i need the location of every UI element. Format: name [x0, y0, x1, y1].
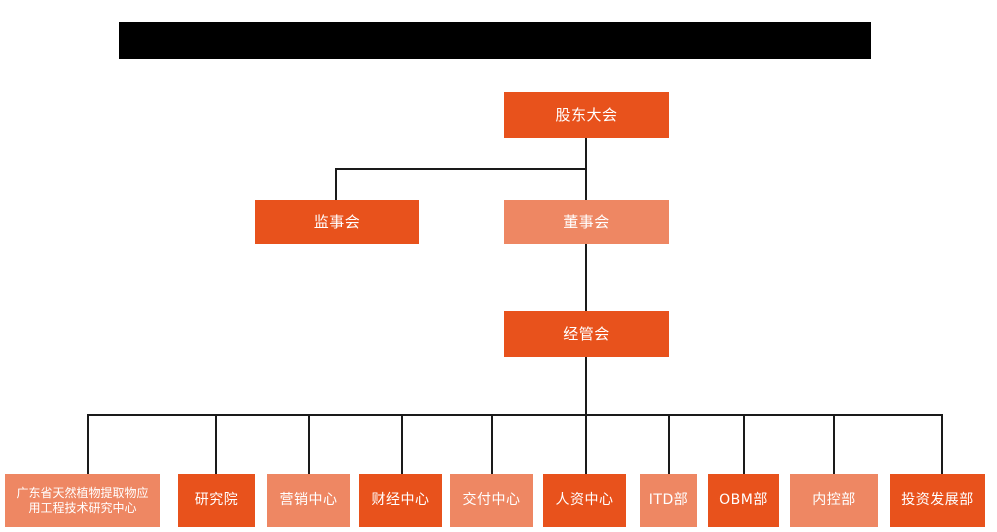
connector-department-drop-2 [215, 414, 217, 474]
node-department-investment-development[interactable]: 投资发展部 [890, 474, 985, 527]
node-department-hr-center[interactable]: 人资中心 [543, 474, 626, 527]
node-department-guangdong-research-center[interactable]: 广东省天然植物提取物应 用工程技术研究中心 [5, 474, 160, 527]
node-management-committee-label: 经管会 [563, 324, 610, 343]
node-board-of-supervisors-label: 监事会 [313, 212, 361, 231]
node-department-internal-control[interactable]: 内控部 [790, 474, 878, 527]
connector-department-drop-5 [491, 414, 493, 474]
node-department-finance-center[interactable]: 财经中心 [359, 474, 442, 527]
connector-supervisors-down [335, 168, 337, 200]
connector-department-drop-7 [668, 414, 670, 474]
node-management-committee[interactable]: 经管会 [504, 311, 669, 357]
connector-department-drop-1 [87, 414, 89, 474]
connector-department-drop-9 [833, 414, 835, 474]
node-department-obm[interactable]: OBM部 [708, 474, 779, 527]
node-department-label: 营销中心 [279, 491, 338, 508]
connector-department-drop-6 [585, 414, 587, 474]
node-department-marketing-center[interactable]: 营销中心 [267, 474, 350, 527]
connector-departments-horizontal [87, 414, 943, 416]
node-shareholders-meeting[interactable]: 股东大会 [504, 92, 669, 138]
redacted-title-banner [119, 22, 871, 59]
node-department-label: ITD部 [648, 491, 689, 508]
node-department-label: 投资发展部 [901, 491, 974, 508]
node-department-label: 人资中心 [555, 491, 614, 508]
connector-tier2-horizontal [335, 168, 587, 170]
node-department-label: 广东省天然植物提取物应 用工程技术研究中心 [16, 485, 149, 515]
node-department-label: 内控部 [812, 491, 856, 508]
node-department-label: 研究院 [194, 491, 239, 508]
node-shareholders-meeting-label: 股东大会 [555, 105, 618, 124]
connector-directors-to-management [585, 243, 587, 311]
node-department-label: 交付中心 [462, 491, 521, 508]
connector-directors-down [585, 168, 587, 200]
connector-department-drop-10 [941, 414, 943, 474]
node-department-itd[interactable]: ITD部 [640, 474, 697, 527]
connector-management-down [585, 357, 587, 415]
node-department-label: 财经中心 [371, 491, 430, 508]
node-department-research-institute[interactable]: 研究院 [178, 474, 255, 527]
connector-department-drop-4 [401, 414, 403, 474]
connector-shareholders-down [585, 138, 587, 170]
connector-department-drop-8 [743, 414, 745, 474]
node-department-label: OBM部 [719, 491, 768, 508]
node-board-of-directors-label: 董事会 [563, 212, 610, 231]
node-board-of-supervisors[interactable]: 监事会 [255, 200, 419, 244]
node-department-delivery-center[interactable]: 交付中心 [450, 474, 533, 527]
connector-department-drop-3 [308, 414, 310, 474]
node-board-of-directors[interactable]: 董事会 [504, 200, 669, 244]
